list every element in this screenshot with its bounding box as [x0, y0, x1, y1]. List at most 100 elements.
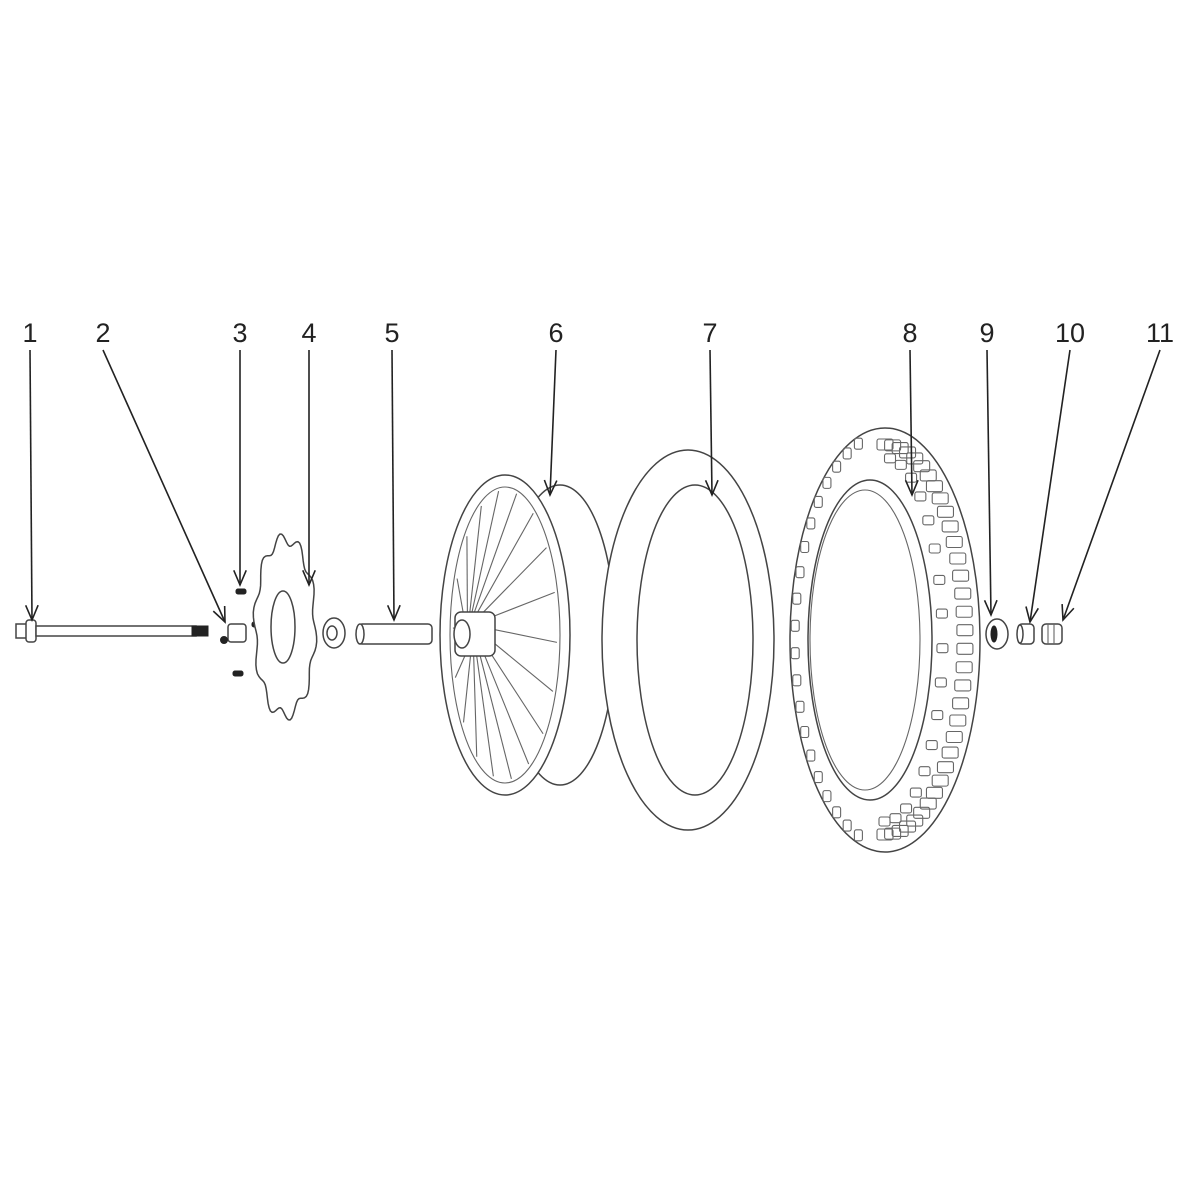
tread-block — [952, 569, 970, 582]
tread-block — [853, 437, 863, 450]
callout-1: 1 — [22, 318, 39, 623]
tread-block — [935, 608, 948, 619]
callout-10: 10 — [1025, 318, 1085, 625]
callout-5: 5 — [384, 318, 401, 623]
spoke — [468, 505, 482, 622]
callout-2: 2 — [95, 318, 226, 624]
tread-block — [900, 803, 913, 814]
arrowhead-icon — [1025, 606, 1039, 625]
arrowhead-icon — [386, 604, 401, 623]
tread-block — [806, 749, 816, 762]
tread-block — [813, 495, 823, 508]
tread-block — [906, 452, 924, 465]
leader-line — [1062, 349, 1161, 621]
part-bearing-right — [985, 618, 1009, 650]
tread-block — [913, 460, 931, 473]
tread-block — [800, 725, 810, 739]
tread-block — [955, 605, 973, 618]
tread-block — [928, 543, 941, 554]
leader-line — [709, 349, 713, 496]
tread-block — [952, 697, 970, 710]
part-bearing-left — [322, 617, 346, 649]
callout-label: 5 — [384, 318, 399, 348]
tread-block — [936, 643, 949, 654]
leader-line — [909, 349, 913, 496]
spoke — [462, 651, 472, 723]
tread-block — [949, 714, 967, 727]
callout-label: 8 — [902, 318, 917, 348]
callout-3: 3 — [232, 318, 248, 588]
arrowhead-icon — [983, 599, 998, 618]
tread-block — [931, 492, 949, 505]
part-spacer — [220, 623, 247, 644]
arrowhead-icon — [904, 479, 919, 498]
leader-line — [549, 349, 557, 496]
tread-block — [813, 771, 823, 784]
spoke — [480, 646, 530, 765]
arrowhead-icon — [543, 479, 558, 498]
tread-block — [795, 566, 805, 579]
part-rim — [439, 474, 616, 796]
arrowhead-icon — [1061, 603, 1075, 622]
tread-block — [945, 535, 963, 549]
tread-block — [898, 446, 917, 459]
callout-label: 1 — [22, 318, 37, 348]
callout-label: 11 — [1146, 318, 1174, 348]
tread-block — [790, 619, 800, 632]
tread-block — [919, 797, 937, 810]
tread-block — [883, 453, 897, 464]
tread-block — [913, 806, 931, 819]
callout-label: 7 — [702, 318, 717, 348]
tread-block — [806, 517, 816, 530]
callout-7: 7 — [702, 318, 719, 498]
part-tire — [789, 427, 981, 853]
tread-block — [906, 814, 924, 827]
tread-block — [956, 642, 974, 655]
arrowhead-icon — [302, 569, 316, 588]
callout-label: 9 — [979, 318, 994, 348]
tread-block — [891, 441, 909, 455]
tread-block — [918, 766, 931, 777]
callout-11: 11 — [1061, 318, 1174, 622]
tread-block — [795, 700, 805, 713]
tread-block — [954, 587, 972, 600]
tread-block — [934, 677, 947, 688]
spoke — [478, 547, 547, 618]
tread-block — [832, 460, 842, 473]
tread-block — [925, 740, 938, 751]
part-axle — [15, 619, 209, 643]
spoke — [475, 653, 494, 777]
tread-block — [822, 790, 832, 803]
tread-block — [898, 820, 917, 833]
arrowhead-icon — [704, 479, 719, 498]
tread-block — [945, 730, 963, 744]
tread-block — [842, 819, 852, 832]
arrowhead-icon — [24, 604, 39, 623]
spoke — [473, 493, 518, 615]
leader-line — [1029, 349, 1071, 623]
callout-6: 6 — [543, 318, 564, 498]
part-nut — [1041, 623, 1063, 645]
tread-block — [955, 661, 973, 674]
leader-line — [102, 349, 226, 623]
tread-block — [842, 447, 852, 460]
callout-label: 3 — [232, 318, 247, 348]
part-inner-tube — [601, 449, 775, 831]
tread-block — [941, 746, 959, 759]
tread-block — [941, 520, 959, 533]
tread-block — [914, 491, 927, 502]
arrowhead-icon — [233, 569, 247, 588]
tread-block — [936, 505, 955, 518]
tread-block — [876, 828, 894, 841]
arrowhead-icon — [212, 605, 226, 624]
spoke — [478, 651, 512, 780]
tread-block — [800, 540, 810, 554]
callout-label: 6 — [548, 318, 563, 348]
tread-block — [949, 552, 967, 565]
tread-block — [792, 592, 802, 605]
leader-line — [986, 349, 992, 616]
tread-block — [894, 459, 907, 470]
tread-block — [925, 480, 944, 493]
